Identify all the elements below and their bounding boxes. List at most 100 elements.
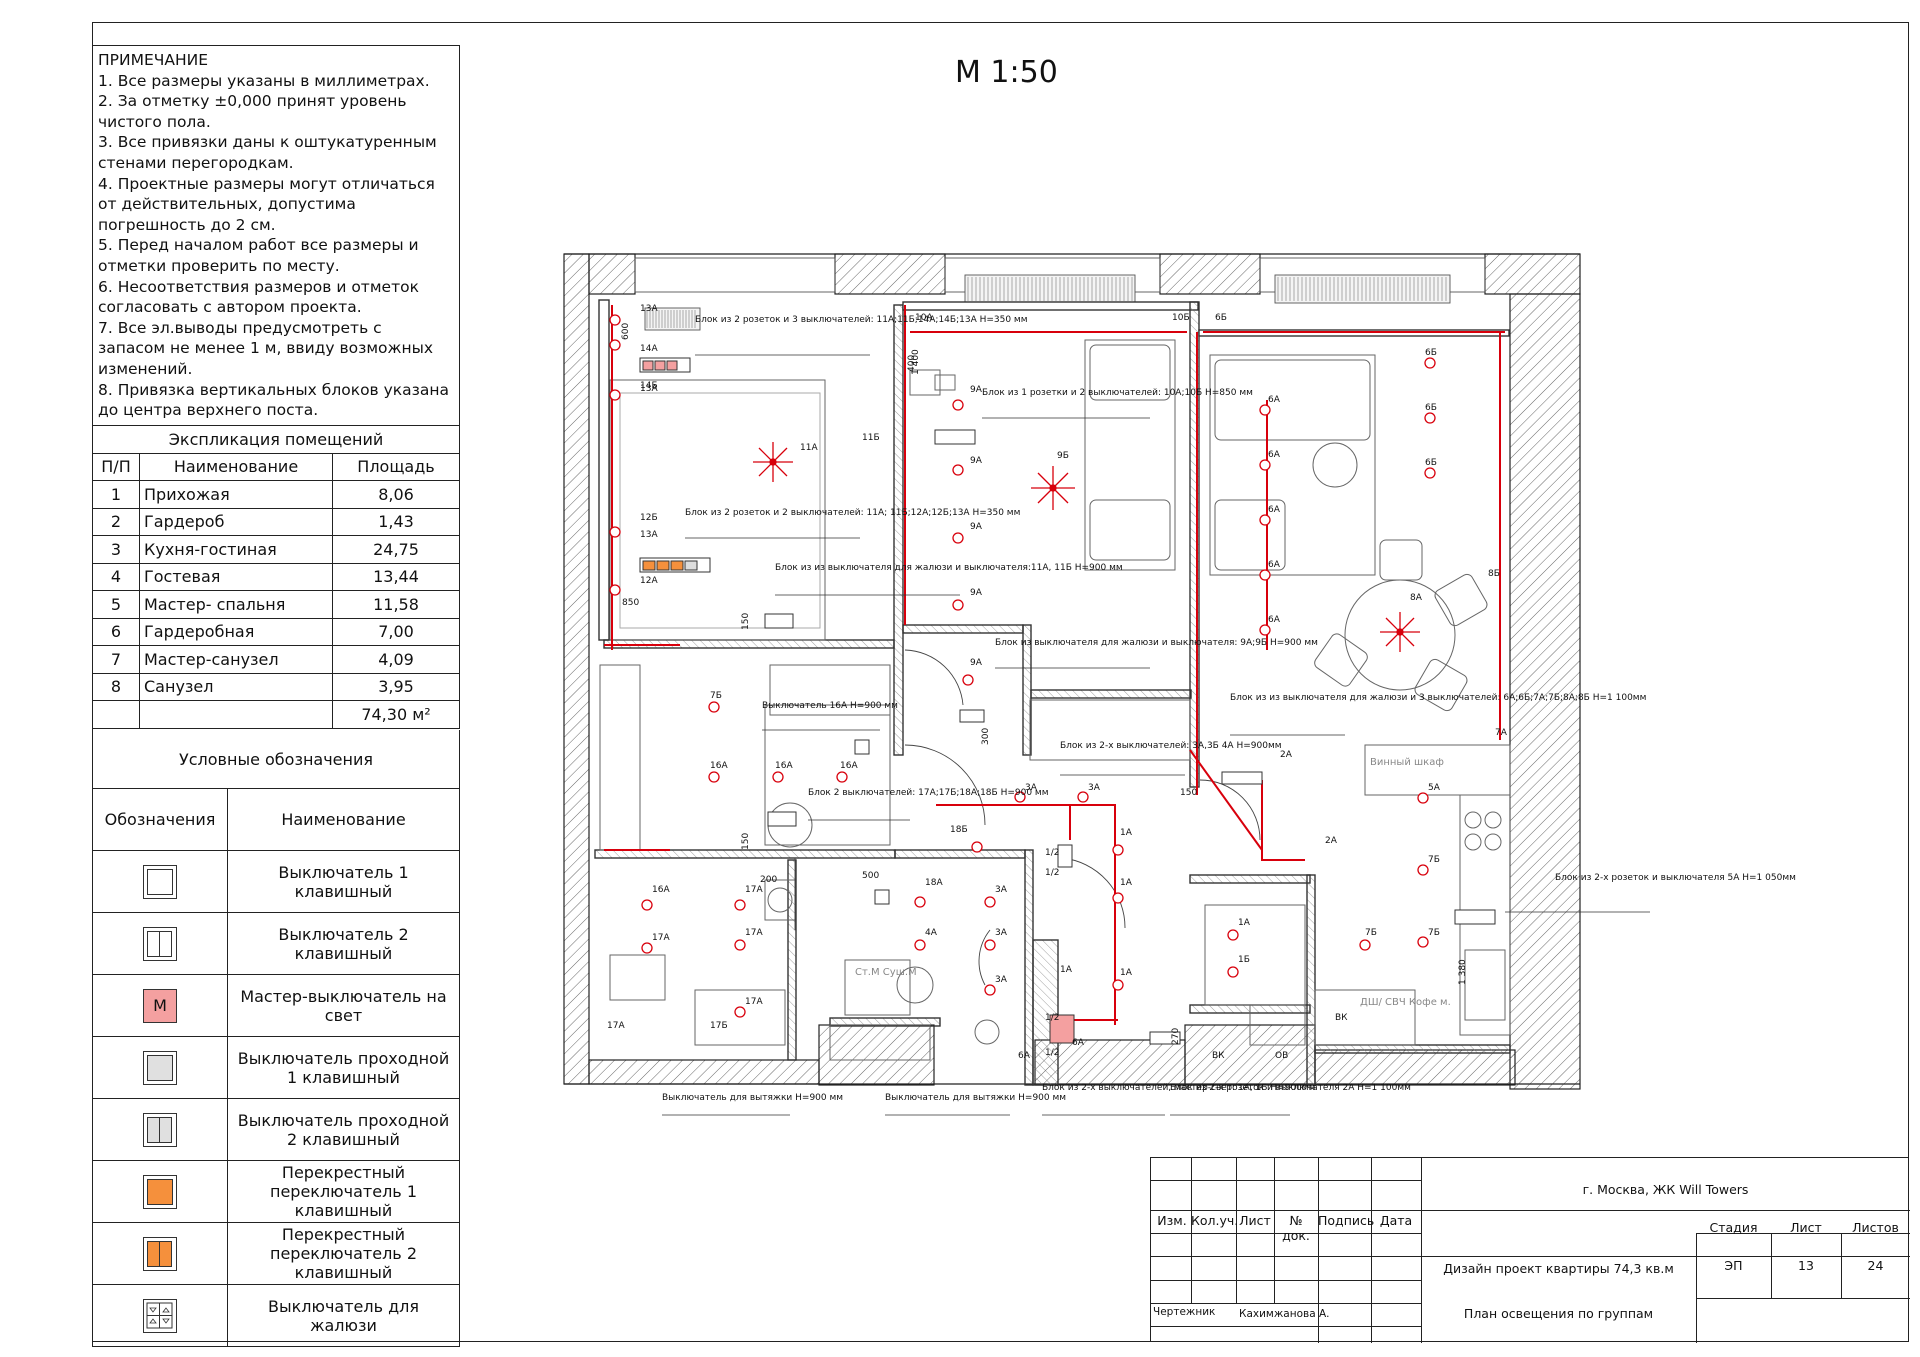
tb-author: Кахимжанова А. [1239,1308,1330,1320]
fixture-tag: 14Б [640,381,658,391]
dimension-label: 1/2 [1045,1013,1059,1023]
fixture-tag: 2А [1325,836,1338,846]
fixture-tag: 10А [915,313,933,323]
table-cell: 6 [92,617,140,646]
spot-light [952,399,964,411]
dimension-label: 1/2 [1045,1048,1059,1058]
fixture-tag: 17А [745,885,763,895]
fixture-tag: 8А [1410,593,1423,603]
tb-sheets: 24 [1867,1258,1884,1273]
furniture [599,339,1511,1061]
fixture-tag: 16А [710,761,728,771]
dimension-label: 300 [981,728,991,745]
furniture-label: Ст.М Суш.М [855,967,917,978]
spot-light [1112,979,1124,991]
furniture-labels: Винный шкаф ДШ/ СВЧ Кофе м. Ст.М Суш.М [855,757,1451,1008]
tb-col-header: Изм. [1157,1213,1187,1228]
pass-switch-1-key-icon [143,1050,177,1085]
annotation: Выключатель для вытяжки Н=900 мм [885,1093,1066,1103]
radiator-fins [646,277,1447,328]
fixture-tag: 17А [745,928,763,938]
tb-address: г. Москва, ЖК Will Towers [1582,1182,1749,1197]
scale-label: М 1:50 [955,55,1058,90]
fixture-tag: 17А [607,1021,625,1031]
fixture-tag: 10Б [1172,313,1190,323]
note-item: 3. Все привязки даны к оштукатуренным ст… [98,133,437,172]
annotation: Блок из 2-х выключателей, мастер-свет: 1… [1042,1083,1315,1093]
annotation: Блок 2 выключателей: 17А;17Б;18А;18Б Н=9… [808,788,1049,798]
total-area: 74,30 м² [332,700,460,729]
legend-row: Выключатель проходной 2 клавишный [92,1098,460,1161]
annotation: Блок из из выключателя для жалюзи и выкл… [775,563,1123,573]
table-cell: 3 [92,535,140,564]
annotation: Блок из 1 розетки и 2 выключателей: 10А;… [982,388,1253,398]
fixture-tag: 16А [840,761,858,771]
spot-light [1424,357,1436,369]
fixture-tag: 11А [800,443,818,453]
legend-label: Перекрестный переключатель 1 клавишный [227,1160,460,1223]
fixture-tag: 6Б [1425,403,1437,413]
note-item: 2. За отметку ±0,000 принят уровень чист… [98,92,407,131]
annotation: Блок из 2 розеток и 3 выключателей: 11А;… [695,315,1028,325]
spot-light [962,674,974,686]
fixture-tag: 14А [640,344,658,354]
pass-switch-2-key-icon [143,1112,177,1147]
blind-switch-icon [143,1298,177,1333]
table-cell: Прихожая [139,480,333,509]
tb-col-header: № док. [1282,1213,1310,1243]
fixture-tag: 18А [925,878,943,888]
annotation: Блок из из выключателя для жалюзи и 3 вы… [1230,693,1646,703]
explication-header: Наименование [139,452,333,481]
ceiling-luminaires [753,442,1420,652]
legend-row: M Мастер-выключатель на свет [92,974,460,1037]
spot-light [914,896,926,908]
spot-light [641,899,653,911]
switch-2-key-icon [143,926,177,961]
spot-light [1259,404,1271,416]
annotation: Блок из 2 розеток и 2 выключателей: 11А;… [685,508,1020,518]
fixture-tag: 3А [1088,783,1101,793]
legend-row: Перекрестный переключатель 2 клавишный [92,1222,460,1285]
dimension-label: 600 [621,323,631,340]
fixture-tag: 6А [1268,505,1281,515]
table-cell: 11,58 [332,590,460,619]
legend-title: Условные обозначения [92,730,460,789]
explication-table: Экспликация помещений П/П Наименование П… [92,425,460,729]
legend-label: Выключатель 2 клавишный [227,912,460,975]
dimension-label: 1 380 [1458,959,1468,985]
fixture-tag: 16А [652,885,670,895]
fixture-tag: 3А [995,928,1008,938]
cross-switch-2-key-icon [143,1236,177,1271]
dimension-label: 500 [862,871,879,881]
legend-label: Перекрестный переключатель 2 клавишный [227,1222,460,1285]
title-block: Изм. Кол.уч. Лист № док. Подпись Дата г.… [1150,1157,1910,1343]
fixture-tag: 17А [652,933,670,943]
dimension-label: 1/2 [1045,848,1059,858]
spot-light [734,899,746,911]
furniture-label: Винный шкаф [1370,757,1444,768]
annotation: Блок из 2-х розеток и выключателя 5А Н=1… [1555,873,1796,883]
spot-light [1112,892,1124,904]
legend-label: Выключатель проходной 2 клавишный [227,1098,460,1161]
fixture-tag: 9А [970,588,983,598]
notes-block: ПРИМЕЧАНИЕ 1. Все размеры указаны в милл… [92,45,460,425]
fixture-tag: 6А [1018,1051,1031,1061]
fixture-tag: 1А [1060,965,1073,975]
tb-sheet: 13 [1798,1258,1814,1273]
spot-light [984,939,996,951]
fixture-tag: 6Б [1425,348,1437,358]
dimension-label: 200 [760,875,777,885]
switch-1-key-icon [143,864,177,899]
fixture-tag: 6А [1268,395,1281,405]
table-cell: 7 [92,645,140,674]
spot-light [984,984,996,996]
spot-light [914,939,926,951]
dimension-label: 850 [622,598,639,608]
spot-light [609,584,621,596]
spot-light [708,771,720,783]
